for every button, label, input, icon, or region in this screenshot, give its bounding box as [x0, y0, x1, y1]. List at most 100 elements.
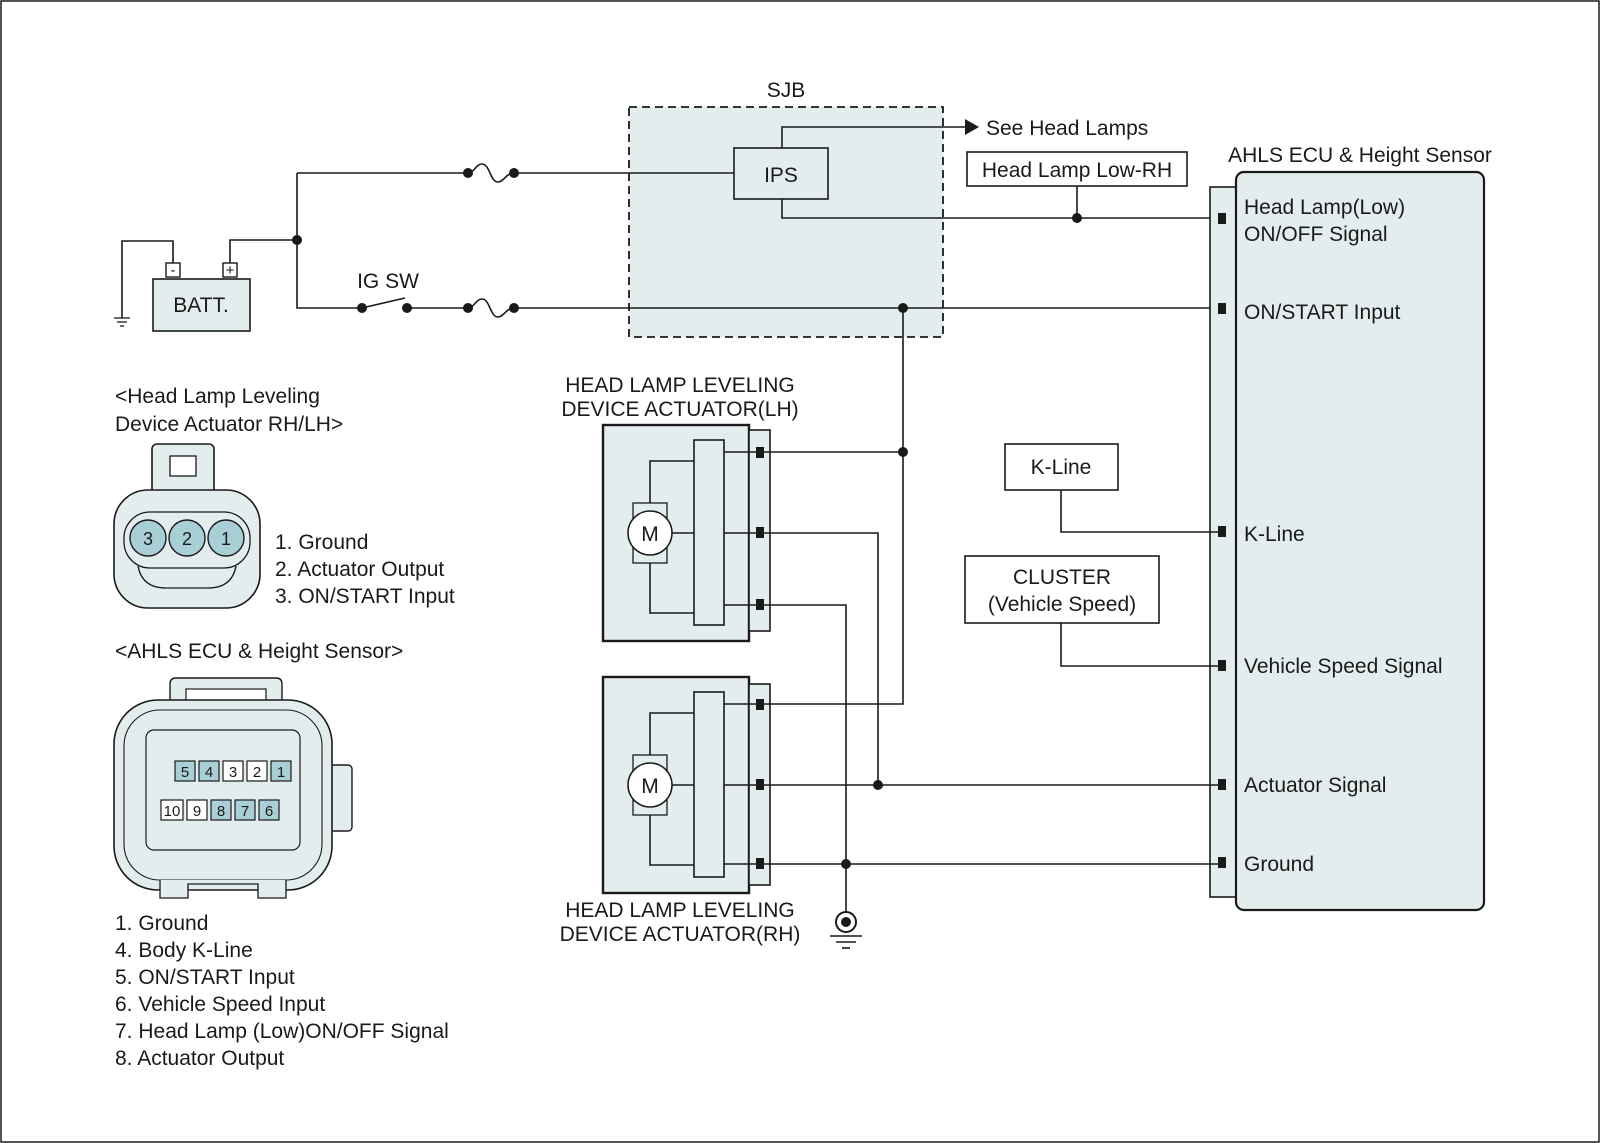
pin-number: 1 — [277, 764, 285, 781]
pin-number: 3 — [143, 529, 153, 549]
motor-wire — [649, 563, 694, 614]
head-lamp-low-rh-box — [966, 151, 1188, 187]
actuator-lh-sublabel: DEVICE ACTUATOR(LH) — [561, 398, 798, 421]
ecu-pin — [1218, 303, 1226, 314]
fuse-icon — [467, 163, 515, 183]
connector-pin — [222, 760, 244, 782]
k-line-box-label: K-Line — [1031, 456, 1092, 479]
connector-pin — [207, 519, 245, 557]
ecu-connector-title: <AHLS ECU & Height Sensor> — [115, 640, 403, 663]
legend-item: 4. Body K-Line — [115, 939, 253, 962]
on-start-drop-wire — [764, 308, 904, 705]
pin-number: 4 — [205, 764, 213, 781]
pin-number: 5 — [181, 764, 189, 781]
k-line-source: K-Line — [1004, 443, 1222, 533]
pin-number: 1 — [221, 529, 231, 549]
power-wiring: IG SW — [229, 163, 1222, 318]
connector-pin — [198, 760, 220, 782]
battery-label: BATT. — [173, 294, 229, 317]
motor-label: M — [641, 775, 659, 798]
see-head-lamps-label: See Head Lamps — [986, 117, 1148, 140]
ecu-pin — [1218, 857, 1226, 868]
ecu-pin-label: Head Lamp(Low) — [1244, 196, 1405, 219]
ecu-pin-label: ON/START Input — [1244, 301, 1401, 324]
ips-outputs: See Head Lamps Head Lamp Low-RH — [781, 117, 1222, 223]
vehicle-speed-wire — [1060, 623, 1222, 667]
pin-number: 3 — [229, 764, 237, 781]
actuator-pin — [756, 779, 764, 790]
connector-pin — [210, 799, 232, 821]
battery-pos-sign: + — [226, 262, 235, 279]
connector-key — [159, 880, 287, 899]
lh-ground-wire — [764, 604, 847, 918]
actuator-lh-circuit-board — [693, 439, 725, 626]
motor-wire — [649, 460, 694, 503]
lh-actuator-output-wire — [764, 532, 879, 785]
ig-switch-icon — [361, 297, 406, 309]
cluster-sublabel: (Vehicle Speed) — [988, 593, 1136, 616]
ecu-pin-label: ON/OFF Signal — [1244, 223, 1388, 246]
ecu-pin — [1218, 213, 1226, 224]
ahls-ecu: AHLS ECU & Height Sensor Head Lamp(Low) … — [1209, 144, 1492, 912]
connector-outline — [137, 565, 237, 589]
legend-item: 1. Ground — [115, 912, 208, 935]
pin-number: 10 — [164, 803, 181, 820]
actuator-pin — [756, 447, 764, 458]
legend-item: 3. ON/START Input — [275, 585, 455, 608]
fuse-icon — [467, 298, 515, 318]
battery-box — [152, 278, 251, 332]
actuator-connector-title: <Head Lamp Leveling — [115, 385, 320, 408]
arrow-right-icon — [965, 119, 979, 135]
connector-pin — [234, 799, 256, 821]
actuator-pin — [756, 858, 764, 869]
actuator-connector-view: <Head Lamp Leveling Device Actuator RH/L… — [113, 385, 455, 609]
actuator-pin — [756, 599, 764, 610]
motor-wire — [649, 815, 694, 866]
k-line-box — [1004, 443, 1119, 491]
cluster-box — [964, 555, 1160, 624]
k-line-wire — [1060, 490, 1222, 533]
legend-item: 7. Head Lamp (Low)ON/OFF Signal — [115, 1020, 449, 1043]
actuator-connector-title-line2: Device Actuator RH/LH> — [115, 413, 343, 436]
ips-box — [733, 147, 829, 200]
junction-dot — [873, 780, 883, 790]
motor-wire — [649, 712, 694, 755]
head-lamp-low-rh-label: Head Lamp Low-RH — [982, 159, 1172, 182]
connector-pin — [258, 799, 280, 821]
pin-number: 9 — [193, 803, 201, 820]
pin-number: 6 — [265, 803, 273, 820]
junction-dot — [841, 859, 851, 869]
junction-dot — [292, 235, 302, 245]
ecu-pin-label: Actuator Signal — [1244, 774, 1386, 797]
battery: BATT. - + — [114, 240, 251, 332]
sjb-label: SJB — [767, 79, 806, 102]
battery-ground-wire — [121, 240, 174, 318]
ecu-body — [1234, 170, 1486, 912]
legend-item: 2. Actuator Output — [275, 558, 444, 581]
ground-icon — [830, 911, 862, 949]
ecu-pin-label: Vehicle Speed Signal — [1244, 655, 1443, 678]
motor-label: M — [641, 523, 659, 546]
pin-number: 2 — [182, 529, 192, 549]
ecu-pin-label: Ground — [1244, 853, 1314, 876]
legend-item: 1. Ground — [275, 531, 368, 554]
cluster-label: CLUSTER — [1013, 566, 1111, 589]
ecu-pin-label: K-Line — [1244, 523, 1305, 546]
pin-number: 8 — [217, 803, 225, 820]
actuator-rh-circuit-board — [693, 691, 725, 878]
connector-latch-window — [169, 455, 197, 477]
actuator-rh-sublabel: DEVICE ACTUATOR(RH) — [560, 923, 801, 946]
battery-bus-wire — [296, 173, 362, 309]
sjb-box — [628, 106, 944, 338]
connector-pin — [160, 799, 184, 821]
chassis-ground-icon — [114, 317, 130, 327]
actuator-lh-label: HEAD LAMP LEVELING — [565, 374, 795, 397]
battery-positive-wire — [229, 239, 297, 263]
connector-pin — [168, 519, 206, 557]
cluster: CLUSTER (Vehicle Speed) — [964, 555, 1222, 667]
connector-pin — [174, 760, 196, 782]
see-head-lamps-wire — [781, 126, 965, 148]
legend-item: 5. ON/START Input — [115, 966, 295, 989]
